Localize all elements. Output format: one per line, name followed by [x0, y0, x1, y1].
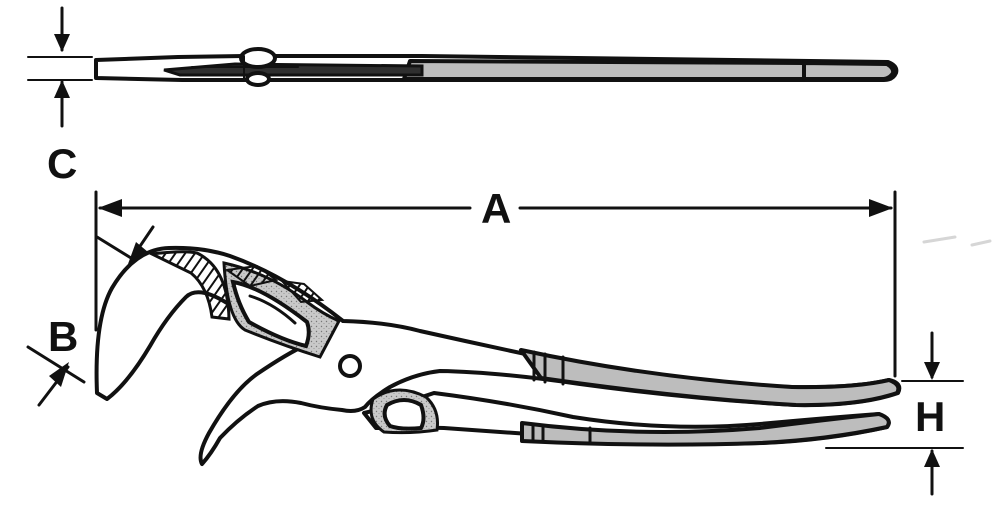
c-dimension-bottom-arrowhead: [54, 80, 70, 98]
upper-jaw-hatching: [146, 250, 231, 321]
dimension-h-label: H: [915, 393, 945, 440]
top-view-pivot-bolt-top: [239, 47, 277, 69]
b-bottom-extension: [26, 345, 86, 384]
adjustment-ridges-2: [279, 279, 325, 304]
upper-handle-grip: [519, 348, 901, 408]
dimension-a-label: A: [481, 185, 511, 232]
scan-mark-2: [970, 239, 992, 247]
top-view-grip-end: [802, 61, 896, 81]
lower-joint-slot: [382, 398, 426, 431]
dimension-c: C: [27, 6, 93, 187]
top-view-grip: [402, 59, 806, 81]
scan-mark-1: [922, 235, 957, 244]
adjustment-slot-inner-line: [248, 294, 297, 325]
a-left-arrowhead: [98, 199, 122, 217]
top-view-jaw-channel: [163, 62, 424, 77]
side-view-pliers: [94, 245, 902, 466]
lower-handle-grip: [520, 412, 891, 447]
dimension-c-label: C: [47, 140, 77, 187]
pivot-bolt: [338, 354, 362, 378]
dimension-b: B: [26, 225, 180, 407]
a-right-arrowhead: [869, 199, 893, 217]
top-view-pivot-bolt-bottom: [245, 71, 271, 87]
adjustment-ridges-1: [224, 264, 279, 288]
scan-marks: [922, 235, 992, 247]
h-top-arrowhead: [924, 362, 940, 380]
h-bottom-arrowhead: [924, 449, 940, 467]
c-dimension-top-arrowhead: [54, 34, 70, 52]
dimension-a: A: [94, 185, 897, 378]
b-bottom-arrowhead: [49, 362, 69, 387]
dimension-h: H: [825, 331, 964, 496]
top-view-pliers: [94, 47, 899, 87]
dimension-b-label: B: [48, 313, 78, 360]
b-top-arrowhead: [128, 242, 148, 264]
